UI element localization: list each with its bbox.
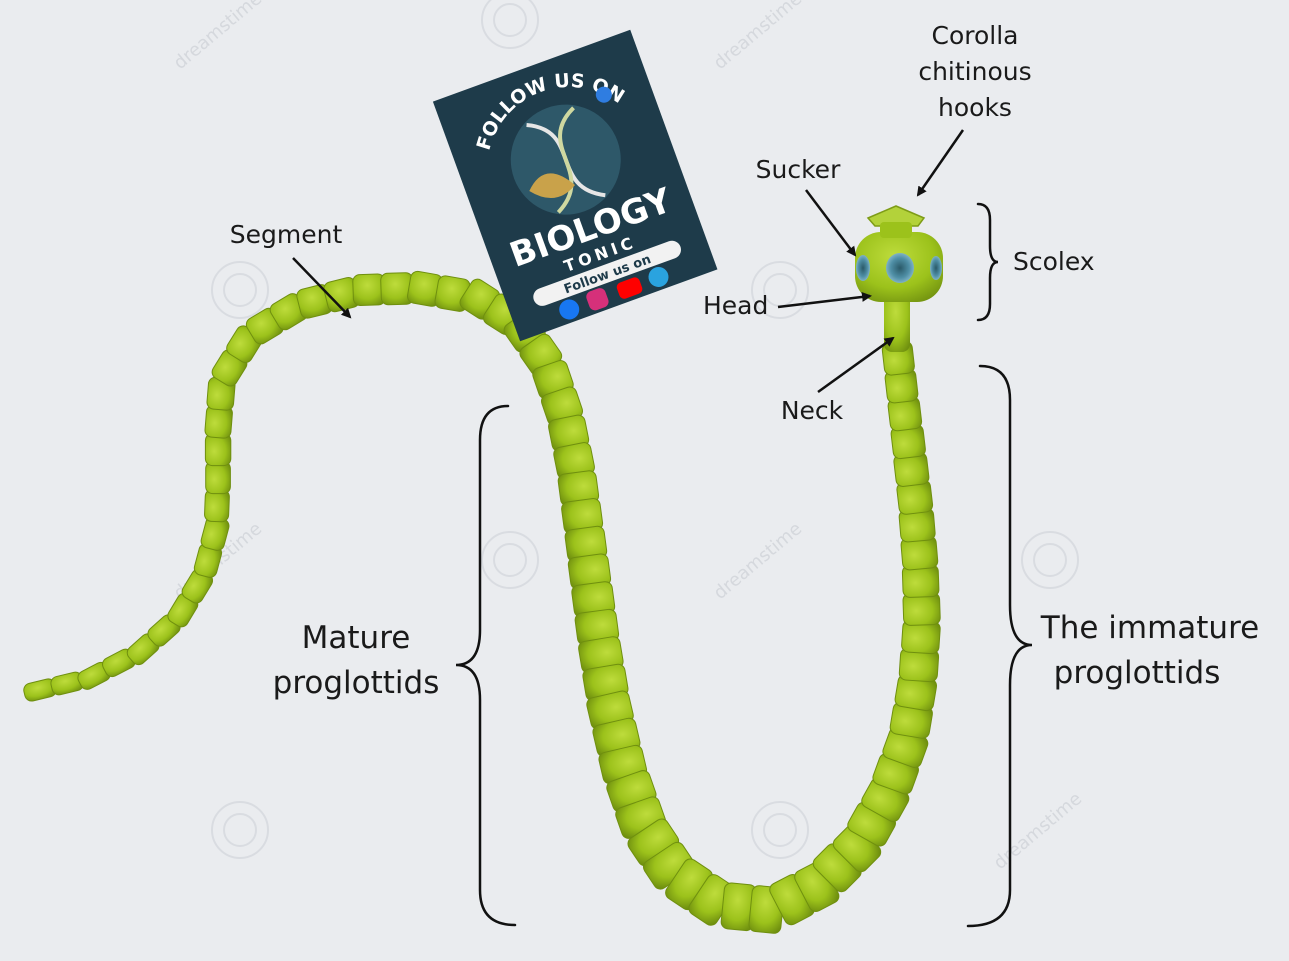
badge-follow-bar <box>533 240 681 306</box>
facebook-icon[interactable] <box>556 297 582 323</box>
immature-label-line1: The immature <box>1040 610 1259 646</box>
labels: Corolla chitinous hooks Sucker Scolex He… <box>230 21 1259 701</box>
watermark-text-2: dreamstime <box>710 518 806 604</box>
label-arrows <box>292 129 965 394</box>
instagram-icon[interactable] <box>585 286 611 312</box>
neck-arrow <box>817 336 895 394</box>
proglottid-segment <box>205 461 231 495</box>
scolex-brace <box>976 202 999 322</box>
sucker-front <box>886 253 914 283</box>
immature-label-line2: proglottids <box>1054 655 1221 691</box>
head-arrow <box>777 291 872 309</box>
segment-label: Segment <box>230 220 343 249</box>
follow-badge[interactable]: FOLLOW US ON BIOLOGY TONIC Follow us on <box>432 29 718 342</box>
immature-brace <box>966 364 1033 928</box>
braces <box>455 202 1033 928</box>
corolla-label-line3: hooks <box>938 93 1012 122</box>
sucker-arrow <box>805 189 857 257</box>
hooks-crown <box>866 205 926 227</box>
worm-body <box>23 270 941 934</box>
neck-shape <box>884 290 910 352</box>
sucker-right <box>930 256 942 280</box>
scolex <box>855 205 943 352</box>
watermark-text-3: dreamstime <box>710 0 806 74</box>
corolla-label-line1: Corolla <box>932 21 1019 50</box>
watermark-text-5: dreamstime <box>170 0 266 74</box>
telegram-icon[interactable] <box>646 264 672 290</box>
proglottid-segment <box>204 433 232 467</box>
leaf-icon <box>529 173 575 198</box>
corolla-arrow <box>916 129 965 197</box>
segment-arrow <box>292 257 352 319</box>
corolla-label-line2: chitinous <box>918 57 1031 86</box>
head-label: Head <box>703 291 768 320</box>
mature-label-line1: Mature <box>302 620 411 656</box>
mature-brace <box>455 404 517 927</box>
youtube-icon[interactable] <box>615 276 643 300</box>
neck-label: Neck <box>781 396 844 425</box>
verified-icon <box>595 86 612 103</box>
watermark-text-4: dreamstime <box>990 788 1086 874</box>
sucker-left <box>856 255 870 281</box>
rostellum <box>880 222 912 238</box>
sucker-label: Sucker <box>756 155 841 184</box>
scolex-label: Scolex <box>1013 247 1095 276</box>
mature-label-line2: proglottids <box>273 665 440 701</box>
